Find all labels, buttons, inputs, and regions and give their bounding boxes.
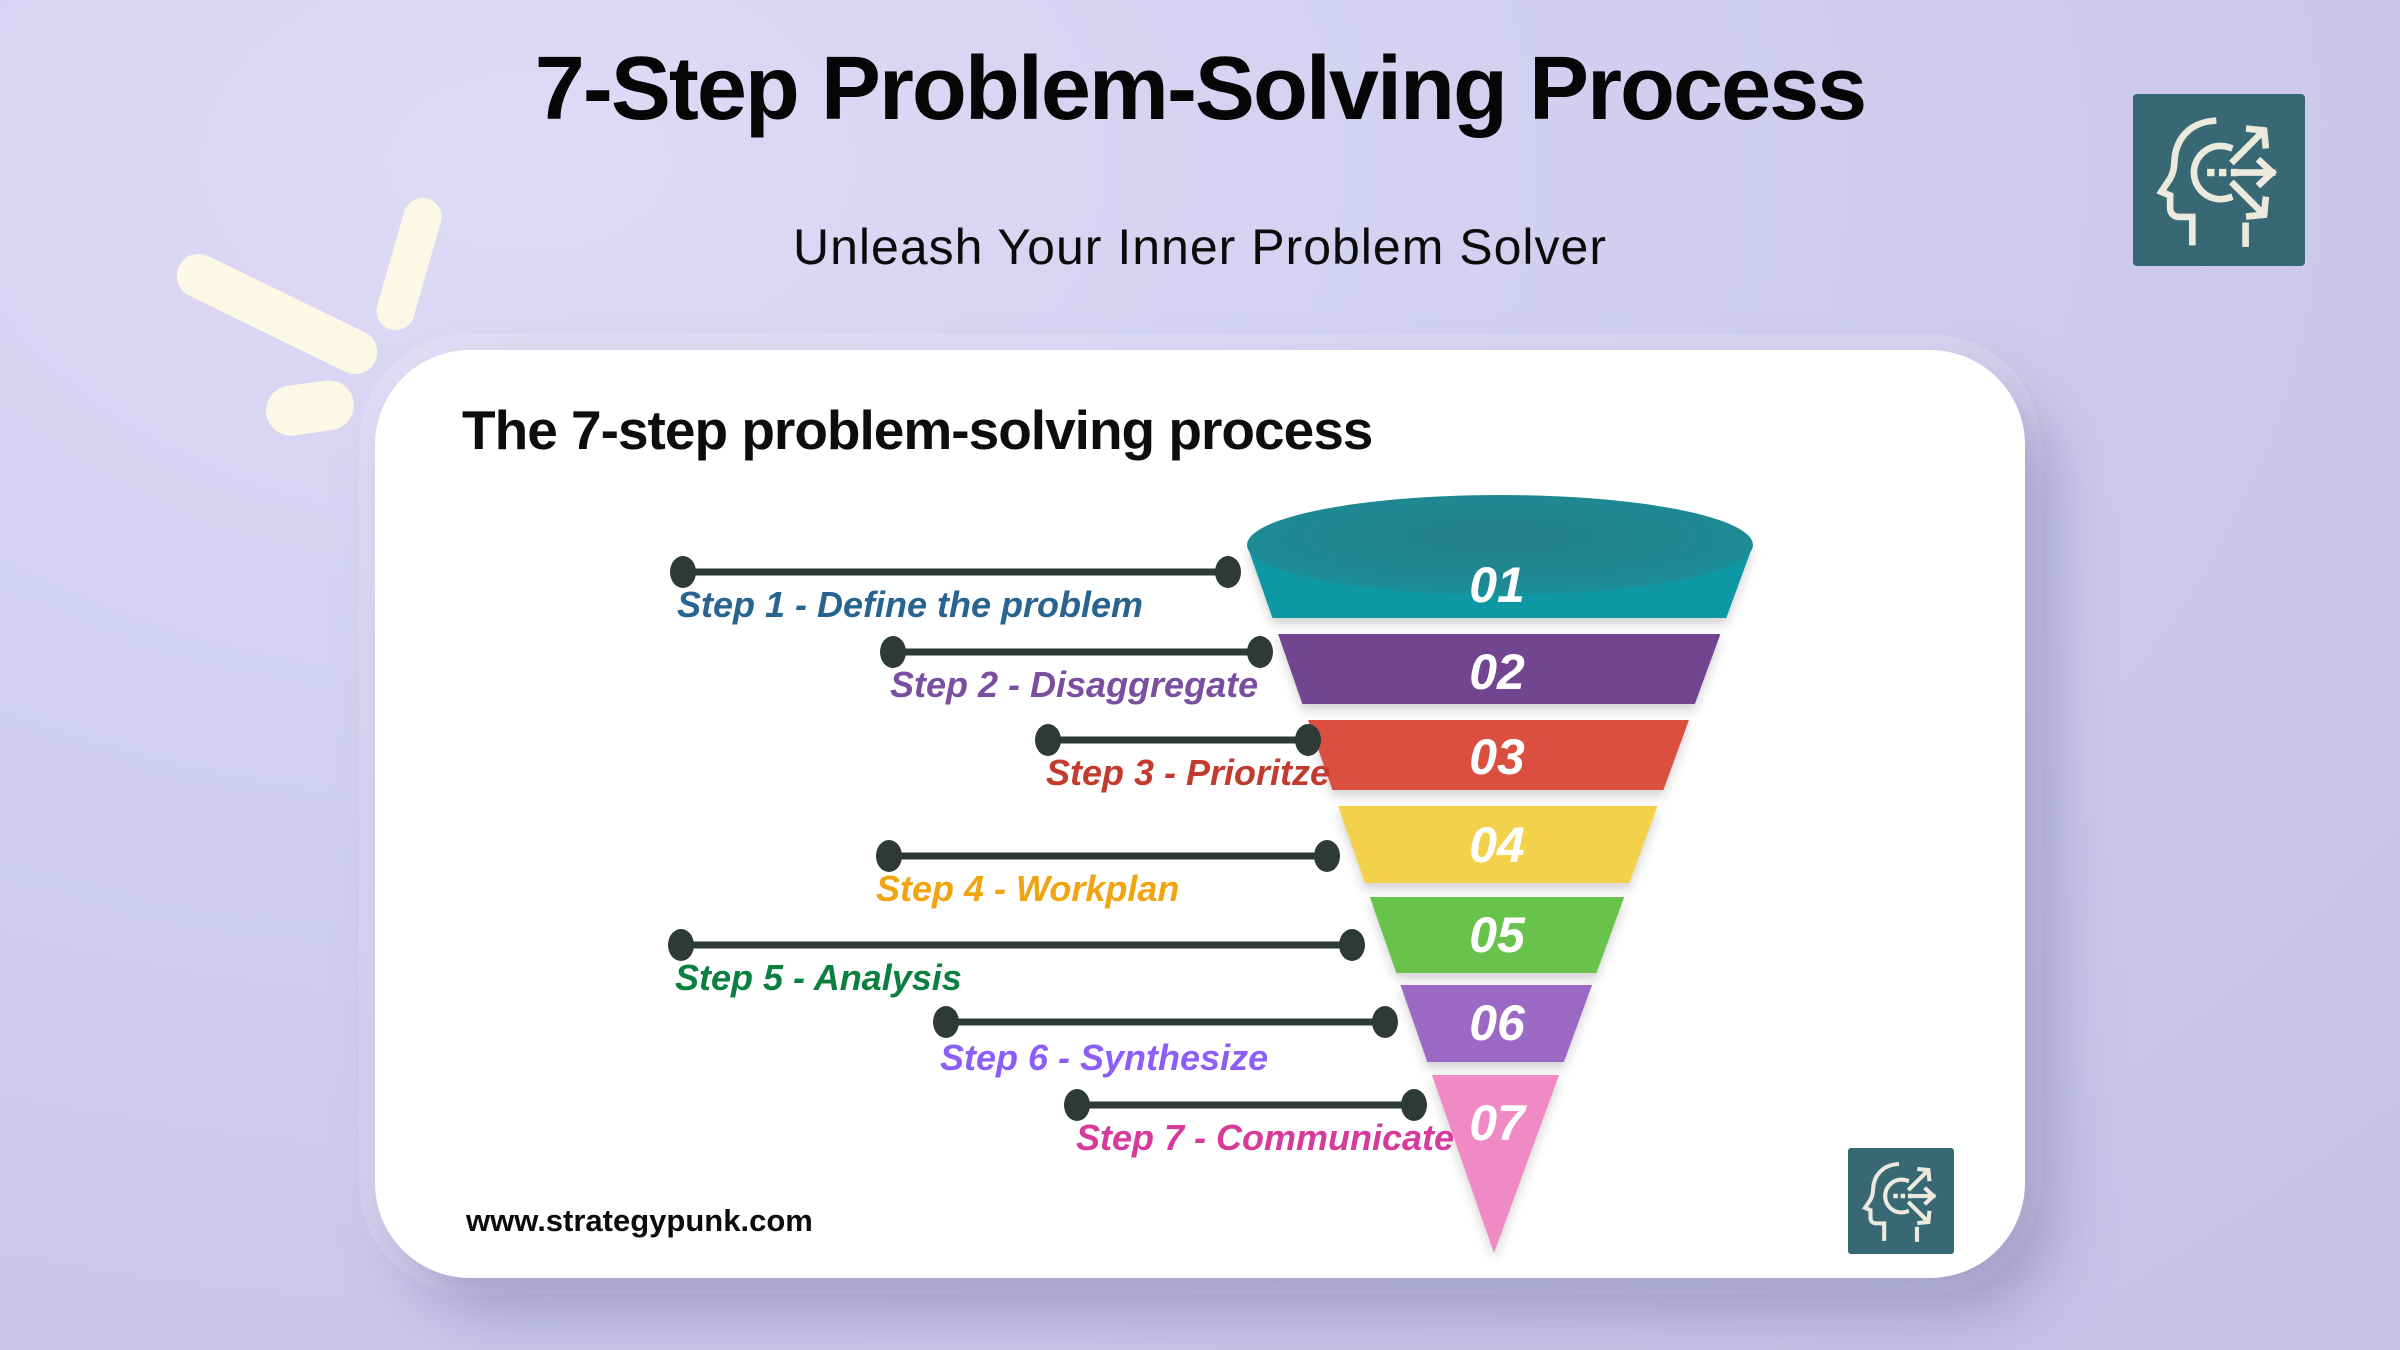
connector-dot xyxy=(880,636,906,668)
connector-dot xyxy=(1035,724,1061,756)
band-number-02: 02 xyxy=(1469,644,1525,700)
funnel-band-04 xyxy=(1338,806,1658,883)
band-number-01: 01 xyxy=(1469,557,1525,613)
step-label-4: Step 4 - Workplan xyxy=(876,868,1180,909)
band-number-04: 04 xyxy=(1469,817,1525,873)
funnel-mouth-ellipse xyxy=(1247,495,1753,595)
website-url: www.strategypunk.com xyxy=(466,1203,813,1238)
connector-dot xyxy=(1314,840,1340,872)
funnel-band-02 xyxy=(1278,634,1721,704)
connector-dot xyxy=(1401,1089,1427,1121)
step-label-5: Step 5 - Analysis xyxy=(675,957,962,998)
content-card xyxy=(375,350,2025,1278)
connector-dot xyxy=(1295,724,1321,756)
strategypunk-logo-small xyxy=(1848,1148,1954,1254)
funnel-band-07 xyxy=(1431,1075,1560,1253)
connector-dot xyxy=(876,840,902,872)
page-title: 7-Step Problem-Solving Process xyxy=(534,39,1867,139)
step-label-7: Step 7 - Communicate xyxy=(1076,1117,1455,1158)
funnel-band-06 xyxy=(1400,985,1593,1062)
band-number-07: 07 xyxy=(1469,1095,1527,1151)
connector-dot xyxy=(1064,1089,1090,1121)
strategypunk-logo xyxy=(2133,94,2305,266)
funnel-band-05 xyxy=(1369,897,1625,973)
connector-dot xyxy=(668,929,694,961)
connector-dot xyxy=(933,1006,959,1038)
page-subtitle: Unleash Your Inner Problem Solver xyxy=(792,219,1607,275)
band-number-03: 03 xyxy=(1469,729,1525,785)
funnel-band-03 xyxy=(1308,720,1689,790)
connector-dot xyxy=(670,556,696,588)
step-label-2: Step 2 - Disaggregate xyxy=(890,664,1259,705)
connector-dot xyxy=(1372,1006,1398,1038)
step-label-1: Step 1 - Define the problem xyxy=(677,584,1144,625)
connector-dot xyxy=(1215,556,1241,588)
band-number-06: 06 xyxy=(1469,995,1526,1051)
card-heading: The 7-step problem-solving process xyxy=(462,399,1373,461)
connector-dot xyxy=(1339,929,1365,961)
band-number-05: 05 xyxy=(1469,907,1526,963)
step-label-3: Step 3 - Prioritze xyxy=(1046,752,1331,793)
connector-dot xyxy=(1247,636,1273,668)
step-label-6: Step 6 - Synthesize xyxy=(940,1037,1269,1078)
